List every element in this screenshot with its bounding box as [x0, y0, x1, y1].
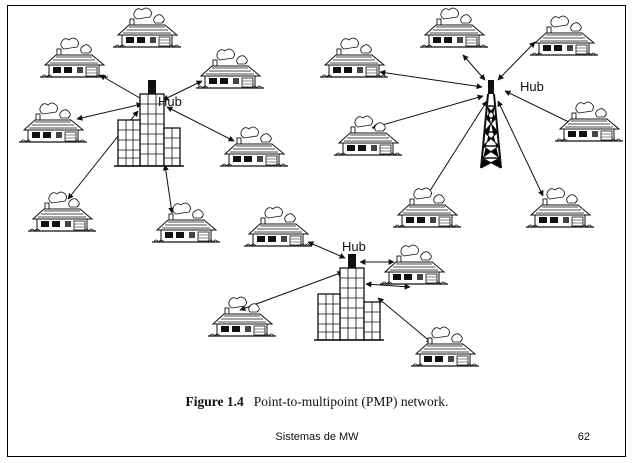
house: [207, 296, 277, 337]
page-number: 62: [577, 431, 590, 443]
hub-3-links: [239, 241, 433, 344]
house: [410, 326, 480, 367]
figure-number: Figure 1.4: [185, 394, 244, 409]
house: [379, 244, 449, 285]
house: [392, 187, 462, 228]
house: [27, 191, 97, 232]
hub-3-building: [313, 253, 385, 341]
figure-caption: Figure 1.4 Point-to-multipoint (PMP) netw…: [0, 394, 634, 410]
figure-caption-text: Point-to-multipoint (PMP) network.: [253, 394, 449, 409]
house: [554, 101, 624, 142]
house: [195, 48, 265, 89]
house: [18, 102, 88, 143]
hub-2-tower: [480, 79, 502, 169]
hub-1-building: [113, 79, 185, 167]
house: [151, 202, 221, 243]
house: [219, 126, 289, 167]
house: [39, 37, 109, 78]
hub-label-1: Hub: [158, 94, 182, 109]
footer-title: Sistemas de MW: [275, 431, 359, 443]
hub-label-2: Hub: [520, 79, 544, 94]
house: [112, 7, 182, 48]
house: [319, 37, 389, 78]
house: [529, 15, 599, 56]
hub-2-links: [371, 41, 576, 198]
house: [525, 187, 595, 228]
house: [243, 206, 313, 247]
hub-label-3: Hub: [342, 239, 366, 254]
house: [419, 7, 489, 48]
